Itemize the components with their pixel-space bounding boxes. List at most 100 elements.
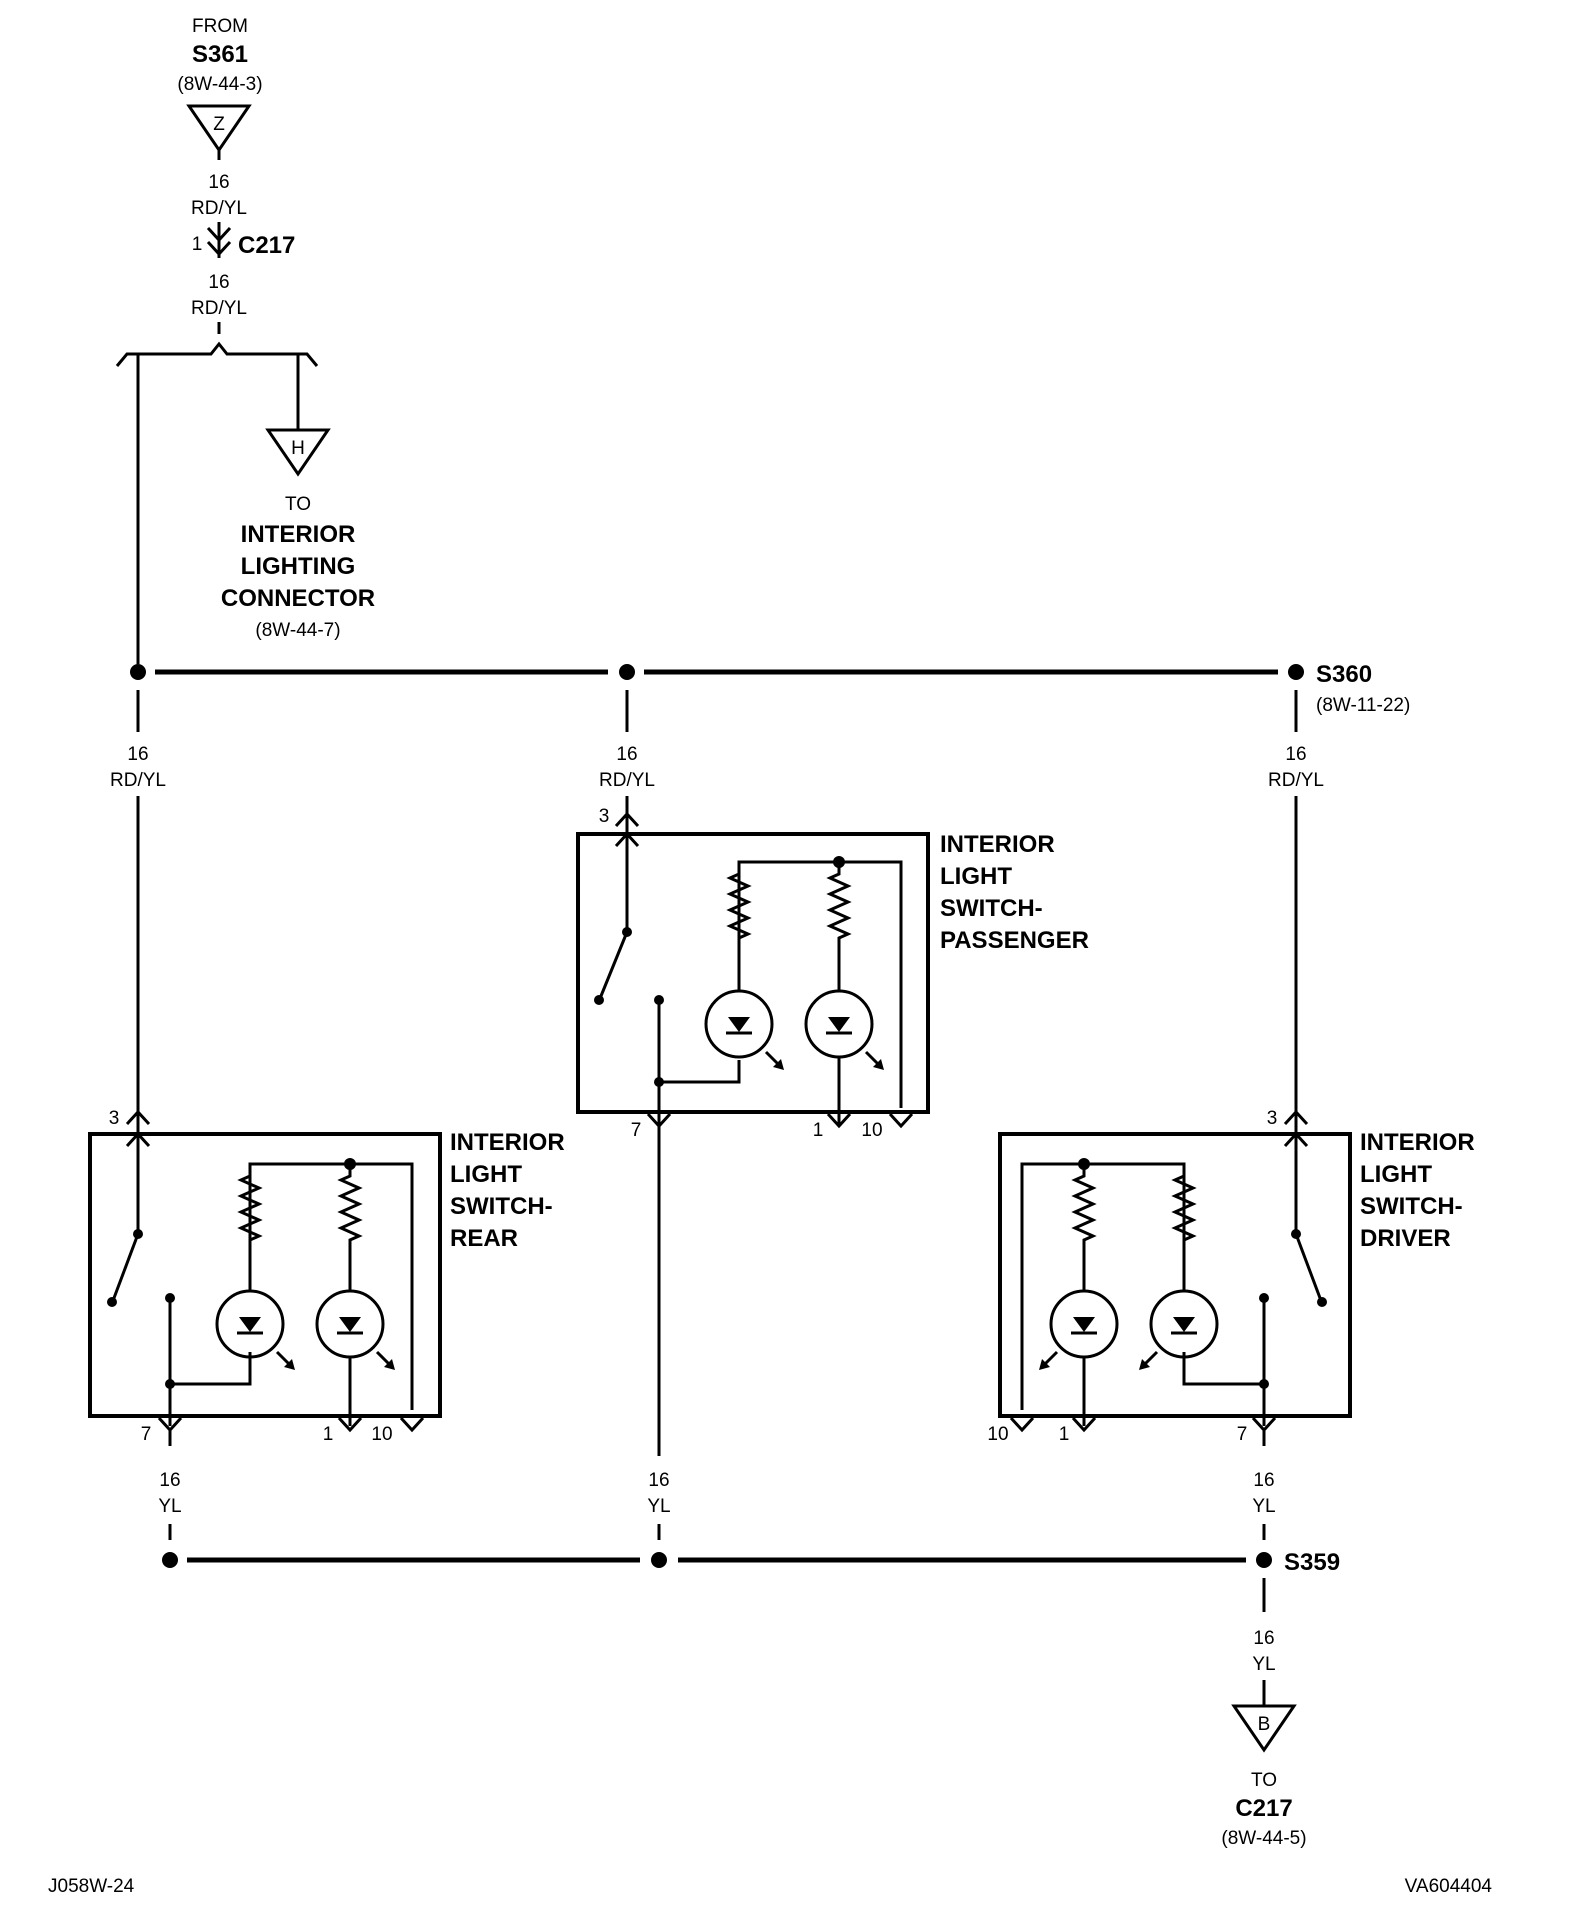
switch-driver-label-2: LIGHT [1360,1161,1432,1188]
splice-s360-label: S360 [1316,661,1372,688]
switch-passenger-pin10-chevron [888,1112,914,1129]
splice-s360-page-ref: (8W-11-22) [1316,695,1410,716]
footer-right-code: VA604404 [1405,1876,1493,1897]
switch-passenger-led-2 [804,989,874,1059]
ground-wire-driver-color: YL [1252,1496,1275,1517]
interior-lighting-connector-line2: LIGHTING [241,553,356,580]
output-wire-gauge: 16 [1253,1628,1274,1649]
lower-splice-dot-left [162,1552,178,1568]
splice-s359-label: S359 [1284,1549,1340,1576]
from-label: FROM [192,16,248,37]
switch-driver-pin3: 3 [1267,1108,1278,1129]
splice-s361-label: S361 [192,41,248,68]
switch-passenger-pin10: 10 [861,1120,882,1141]
connector-z-triangle [186,104,252,153]
switch-rear-label-4: REAR [450,1225,518,1252]
ground-wire-passenger-gauge: 16 [648,1470,669,1491]
destination-c217-name: C217 [1235,1795,1292,1822]
switch-driver-pin10: 10 [987,1424,1008,1445]
switch-passenger-label-4: PASSENGER [940,927,1089,954]
switch-rear-pin3-chevron [125,1109,151,1126]
switch-passenger-label-1: INTERIOR [940,831,1055,858]
switch-rear-label-3: SWITCH- [450,1193,553,1220]
c217-pin: 1 [192,234,203,255]
splice-dot-s360 [1288,664,1304,680]
interior-light-switch-passenger: 3 7 1 10 INTERIOR LIGHT SWITCH- PASSENGE… [576,806,1089,1141]
switch-rear-led-1 [215,1289,285,1359]
feed-wire-rear-gauge: 16 [127,744,148,765]
switch-passenger-resistor-2 [828,862,850,950]
switch-driver-pin3-chevron [1283,1109,1309,1126]
ground-wire-passenger-color: YL [647,1496,670,1517]
splice-dot-s359 [1256,1552,1272,1568]
switch-passenger-pin3-chevron [614,811,640,828]
feed-wire-driver-color: RD/YL [1268,770,1324,791]
ground-wire-rear-color: YL [158,1496,181,1517]
connector-h-letter: H [291,438,305,459]
interior-lighting-connector-page-ref: (8W-44-7) [255,620,340,641]
switch-driver-pin1: 1 [1059,1424,1070,1445]
switch-passenger-pin7: 7 [631,1120,642,1141]
lower-splice-dot-center [651,1552,667,1568]
splice-dot-left [130,664,146,680]
interior-lighting-connector-line1: INTERIOR [241,521,356,548]
switch-rear-pin10: 10 [371,1424,392,1445]
switch-passenger-pin3: 3 [599,806,610,827]
splice-dot-center [619,664,635,680]
interior-light-switch-driver: 3 10 1 7 INTERIOR LIGHT SWITCH- DRIVER [987,1108,1474,1445]
switch-driver-pin1-chevron [1071,1416,1097,1433]
connector-h-to-label: TO [285,494,311,515]
switch-driver-pin10-chevron [1009,1416,1035,1433]
switch-driver-contact [1294,1233,1322,1299]
wire-s361-color: RD/YL [191,198,247,219]
switch-rear-pin3: 3 [109,1108,120,1129]
c217-name: C217 [238,232,295,259]
switch-passenger-pin1: 1 [813,1120,824,1141]
interior-light-switch-rear: 3 7 1 10 INTERIOR LIGHT SWITCH- REAR [88,1108,565,1445]
s361-page-ref: (8W-44-3) [177,74,262,95]
switch-rear-pin1: 1 [323,1424,334,1445]
output-wire-color: YL [1252,1654,1275,1675]
switch-rear-pin10-chevron [399,1416,425,1433]
wire-s361-gauge: 16 [208,172,229,193]
switch-passenger-pin1-chevron [826,1112,852,1129]
c217-chevron-bottom [206,240,232,257]
switch-passenger-led-1 [704,989,774,1059]
switch-rear-led-2 [315,1289,385,1359]
c217-wire-color: RD/YL [191,298,247,319]
switch-driver-label-4: DRIVER [1360,1225,1451,1252]
connector-b-letter: B [1258,1714,1271,1735]
switch-driver-led-1 [1049,1289,1119,1359]
switch-driver-label-3: SWITCH- [1360,1193,1463,1220]
switch-passenger-contact [599,931,629,997]
switch-rear-box [88,1132,442,1418]
connector-b-to-label: TO [1251,1770,1277,1791]
connector-h-triangle [265,428,331,477]
c217-wire-gauge: 16 [208,272,229,293]
switch-passenger-label-3: SWITCH- [940,895,1043,922]
switch-driver-resistor-1 [1073,1164,1095,1252]
interior-lighting-connector-line3: CONNECTOR [221,585,375,612]
connector-b-triangle [1231,1704,1297,1753]
switch-driver-led-2 [1149,1289,1219,1359]
ground-wire-driver-gauge: 16 [1253,1470,1274,1491]
destination-c217-page-ref: (8W-44-5) [1221,1828,1306,1849]
switch-passenger-box [576,832,930,1114]
feed-wire-passenger-gauge: 16 [616,744,637,765]
switch-rear-resistor-2 [339,1164,361,1252]
feed-wire-passenger-color: RD/YL [599,770,655,791]
wire-split-bracket [115,341,319,367]
feed-wire-driver-gauge: 16 [1285,744,1306,765]
switch-driver-label-1: INTERIOR [1360,1129,1475,1156]
switch-rear-contact [112,1233,140,1299]
switch-driver-pin7: 7 [1237,1424,1248,1445]
connector-z-letter: Z [213,114,225,135]
switch-passenger-label-2: LIGHT [940,863,1012,890]
switch-rear-pin1-chevron [337,1416,363,1433]
switch-rear-pin7: 7 [141,1424,152,1445]
switch-rear-label-2: LIGHT [450,1161,522,1188]
feed-wire-rear-color: RD/YL [110,770,166,791]
c217-chevron-top [206,226,232,243]
switch-rear-label-1: INTERIOR [450,1129,565,1156]
